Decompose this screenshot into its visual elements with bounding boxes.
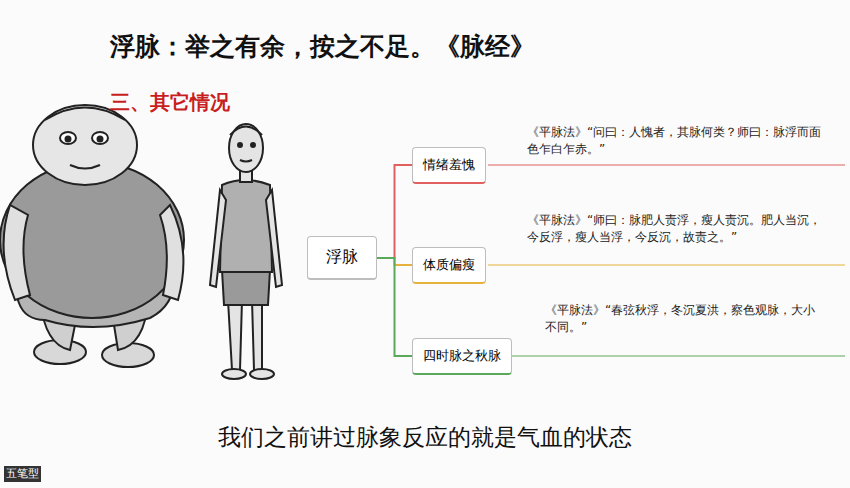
node-text: 体质偏瘦: [423, 256, 475, 274]
branch-box: 四时脉之秋脉: [412, 338, 512, 375]
node-text: 情绪羞愧: [423, 156, 475, 174]
branch-connector: [377, 165, 412, 258]
branch-connector: [377, 258, 412, 356]
watermark: 五笔型: [4, 466, 41, 482]
section-heading: 三、其它情况: [110, 88, 230, 117]
fat-man: [0, 105, 184, 367]
thin-man: [210, 124, 282, 379]
quote-text: 《平脉法》“春弦秋浮，冬沉夏洪，察色观脉，大小不同。”: [545, 302, 825, 337]
node-text: 四时脉之秋脉: [423, 347, 501, 365]
branch-underlines: [488, 165, 845, 356]
node-text: 浮脉: [326, 247, 358, 268]
branch-box: 情绪羞愧: [412, 147, 486, 184]
branch-box: 体质偏瘦: [412, 247, 486, 284]
caption: 我们之前讲过脉象反应的就是气血的状态: [0, 422, 850, 453]
title: 浮脉：举之有余，按之不足。《脉经》: [110, 30, 535, 63]
quote-text: 《平脉法》“问曰：人愧者，其脉何类？师曰：脉浮而面色乍白乍赤。”: [527, 124, 827, 159]
quote-text: 《平脉法》“师曰：脉肥人责浮，瘦人责沉。肥人当沉，今反浮，瘦人当浮，今反沉，故责…: [527, 212, 827, 247]
root-box: 浮脉: [307, 236, 377, 280]
